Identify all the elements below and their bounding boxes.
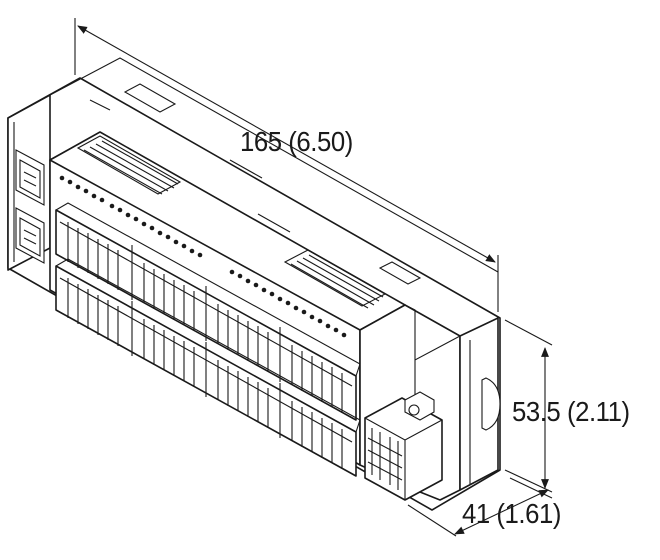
- length-dimension: [74, 18, 499, 312]
- depth-dimension: [407, 477, 553, 537]
- terminal-row-upper: [55, 202, 361, 421]
- depth-dimension-label: 41 (1.61): [462, 498, 561, 529]
- led-indicator-row: [59, 175, 347, 338]
- terminal-row-lower: [55, 258, 361, 477]
- vent-slots-right: [283, 249, 387, 309]
- length-dimension-label: 165 (6.50): [240, 126, 353, 157]
- height-dimension-label: 53.5 (2.11): [512, 396, 630, 427]
- rj-port-lower: [15, 207, 45, 264]
- device-body: [7, 57, 501, 511]
- power-connector: [364, 391, 443, 501]
- height-dimension: [504, 319, 553, 493]
- vent-slots-left: [76, 135, 182, 195]
- rj-port-upper: [15, 149, 45, 206]
